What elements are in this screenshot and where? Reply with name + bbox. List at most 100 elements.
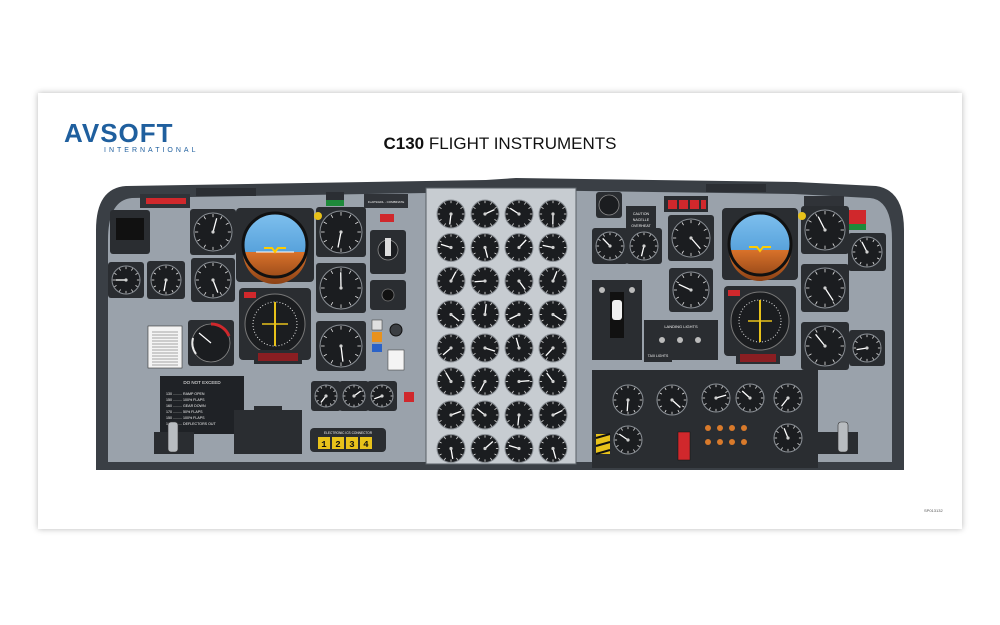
document-code: SP013132 (924, 508, 943, 513)
placard-line-2: 150 ......... 100% FLAPS (166, 398, 205, 402)
copilot-aux-gauge-2 (849, 330, 885, 366)
pilot-vsi (316, 263, 366, 313)
engine-gauge (470, 400, 500, 430)
counter-digit-4: 4 (363, 440, 369, 450)
placard-line-6: 186 ......... DEFLECTORS OUT (166, 422, 216, 426)
emergency-gauge (613, 425, 643, 455)
engine-gauge-grid (436, 199, 568, 463)
engine-gauge (538, 300, 568, 329)
copilot-turn-gauge (669, 268, 713, 312)
copilot-top-bar (706, 184, 766, 192)
engine-gauge (436, 233, 466, 262)
pilot-altimeter (316, 207, 366, 257)
engine-gauge (470, 266, 500, 296)
title-rest: FLIGHT INSTRUMENTS (424, 134, 617, 153)
copilot-aux-gauge (848, 233, 886, 271)
engine-gauge (504, 199, 534, 229)
taxi-lights-label: TAXI LIGHTS (648, 354, 669, 358)
engine-gauge (504, 400, 534, 430)
red-guard-switch (677, 431, 691, 461)
oil-gauge (701, 383, 731, 413)
engine-gauge (504, 333, 534, 363)
engine-gauge (470, 300, 500, 329)
right-warning-strip (804, 196, 844, 208)
engine-gauge (436, 400, 466, 430)
indicator-light (717, 425, 723, 431)
pilot-small-gauge (147, 261, 185, 299)
pilot-flight-instruments (108, 207, 366, 371)
avsoft-logo: AVSOFT INTERNATIONAL (64, 120, 199, 154)
right-handle (837, 421, 849, 453)
copilot-clock-gauge (801, 322, 849, 370)
pilot-accelerometer (190, 209, 236, 255)
copilot-flight-instruments (592, 206, 886, 370)
indicator-light (705, 425, 711, 431)
engine-gauge (538, 434, 568, 463)
placard-line-1: 130 ......... RAMP OPEN (166, 392, 205, 396)
engine-gauge (470, 367, 500, 396)
placard-line-5: 150 ......... 100% FLAPS (166, 416, 205, 420)
copilot-small-gauge (626, 228, 662, 264)
caution-placard (626, 206, 656, 232)
engine-gauge (436, 300, 466, 329)
engine-gauge (470, 434, 500, 463)
caution-line-2: NACELLE (633, 218, 650, 222)
taxi-lights-panel (644, 348, 672, 362)
placard-line-3: 160 ......... GEAR DOWN (166, 404, 206, 408)
engine-gauge (436, 199, 466, 229)
landing-light-switch-1-icon[interactable] (659, 337, 665, 343)
counter-label: ELECTRONIC ICS CONNECTOR (324, 431, 373, 435)
engine-gauge (538, 367, 568, 396)
throttle-handle (612, 300, 622, 320)
counter-digit-2: 2 (335, 440, 340, 450)
pilot-turn-gauge (191, 258, 235, 302)
hydraulic-gauge (612, 384, 644, 416)
left-small-gauges (311, 381, 397, 411)
landing-light-switch-3-icon[interactable] (695, 337, 701, 343)
page-title: C130 FLIGHT INSTRUMENTS (320, 134, 680, 154)
engine-gauge (504, 233, 534, 262)
indicator-light (729, 425, 735, 431)
small-gauge (367, 381, 397, 411)
engine-gauge (504, 266, 534, 296)
instrument-panel: DO NOT EXCEED 130 ......... RAMP OPEN 15… (96, 178, 904, 470)
counter-digit-1: 1 (321, 440, 327, 450)
engine-gauge (436, 333, 466, 363)
indicator-light (717, 439, 723, 445)
engine-gauge (504, 367, 534, 396)
small-gauge (311, 381, 341, 411)
indicator-light (729, 439, 735, 445)
pilot-clock-gauge (316, 321, 366, 371)
engine-gauge (436, 434, 466, 463)
fluid-gauge (773, 423, 803, 453)
small-gauge (339, 381, 369, 411)
left-handle (167, 421, 179, 453)
brand-suffix: INTERNATIONAL (104, 147, 199, 154)
engine-gauge (436, 367, 466, 396)
engine-gauge (470, 199, 500, 229)
warning-panel-label: FLAPS/HDL - COMBINATE (368, 200, 405, 204)
engine-gauge (538, 400, 568, 430)
engine-gauge (538, 233, 568, 262)
caution-line-1: CAUTION (633, 212, 650, 216)
hydraulic-gauge (656, 384, 688, 416)
engine-gauge (538, 199, 568, 229)
left-storage-box (234, 410, 302, 454)
copilot-altimeter (801, 206, 849, 254)
landing-lights-label: LANDING LIGHTS (664, 324, 698, 329)
fluid-gauge (773, 383, 803, 413)
engine-gauge (538, 266, 568, 296)
caution-line-3: OVERHEAT (631, 224, 651, 228)
engine-gauge (470, 333, 500, 363)
left-top-bar (196, 188, 256, 196)
landing-light-switch-2-icon[interactable] (677, 337, 683, 343)
flaps-warning-panel (364, 194, 408, 208)
warning-sticker (387, 349, 405, 371)
engine-gauge (504, 434, 534, 463)
title-aircraft: C130 (383, 134, 425, 153)
copilot-vsi (801, 264, 849, 312)
pilot-aux-gauge (108, 262, 144, 298)
engine-gauge (504, 300, 534, 329)
indicator-light (741, 425, 747, 431)
indicator-light (741, 439, 747, 445)
